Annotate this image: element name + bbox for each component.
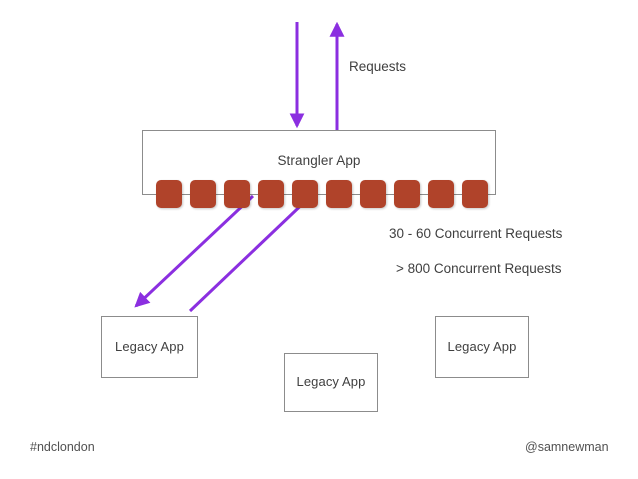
app-instance-square-4	[258, 180, 284, 208]
app-instance-row	[156, 180, 488, 208]
app-instance-square-9	[428, 180, 454, 208]
requests-annotation: Requests	[349, 59, 407, 74]
app-instance-square-3	[224, 180, 250, 208]
strangler-to-legacy-arrow	[134, 194, 255, 308]
concurrent-requests-high-annotation: > 800 Concurrent Requests	[396, 261, 562, 276]
app-instance-square-6	[326, 180, 352, 208]
app-instance-square-1	[156, 180, 182, 208]
legacy-app-box-middle: Legacy App	[284, 353, 378, 412]
concurrent-requests-low-annotation: 30 - 60 Concurrent Requests	[389, 226, 563, 241]
legacy-app-box-left: Legacy App	[101, 316, 198, 378]
footer-twitter-handle: @samnewman	[525, 440, 609, 454]
app-instance-square-7	[360, 180, 386, 208]
app-instance-square-10	[462, 180, 488, 208]
app-instance-square-2	[190, 180, 216, 208]
legacy-app-box-right: Legacy App	[435, 316, 529, 378]
legacy-app-label-left: Legacy App	[115, 339, 184, 354]
strangler-app-label: Strangler App	[277, 153, 361, 168]
app-instance-square-8	[394, 180, 420, 208]
footer-hashtag: #ndclondon	[30, 440, 95, 454]
app-instance-square-5	[292, 180, 318, 208]
legacy-app-label-middle: Legacy App	[296, 374, 366, 389]
legacy-to-strangler-arrow	[188, 192, 315, 313]
legacy-app-label-right: Legacy App	[447, 339, 517, 354]
